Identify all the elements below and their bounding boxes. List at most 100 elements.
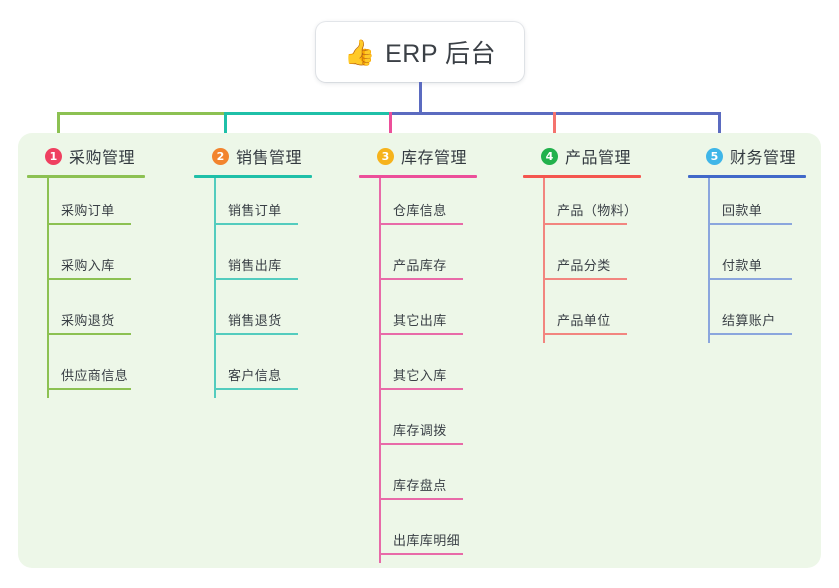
branch-item-label: 产品单位 xyxy=(557,313,611,328)
root-node-title: ERP 后台 xyxy=(385,40,497,68)
branch-item[interactable]: 仓库信息 xyxy=(359,178,509,233)
branch-item[interactable]: 付款单 xyxy=(688,233,838,288)
branch-item[interactable]: 采购订单 xyxy=(27,178,177,233)
branch-item[interactable]: 销售订单 xyxy=(194,178,344,233)
branch-item[interactable]: 回款单 xyxy=(688,178,838,233)
branch-item[interactable]: 出库库明细 xyxy=(359,508,509,563)
branch-item[interactable]: 库存调拨 xyxy=(359,398,509,453)
branch-item-rule xyxy=(543,333,627,335)
branch-item-rule xyxy=(379,388,463,390)
branch-items: 采购订单采购入库采购退货供应商信息 xyxy=(27,178,177,398)
branch-column-销售管理: 2 销售管理销售订单销售出库销售退货客户信息 xyxy=(194,143,344,398)
branch-item-label: 销售退货 xyxy=(228,313,282,328)
branch-item-rule xyxy=(47,278,131,280)
branch-item[interactable]: 结算账户 xyxy=(688,288,838,343)
branch-title: 产品管理 xyxy=(565,150,632,167)
branch-item-rule xyxy=(379,498,463,500)
branch-header-rule xyxy=(194,175,312,178)
branches-panel xyxy=(18,133,821,568)
branch-item-label: 供应商信息 xyxy=(61,368,129,383)
branch-item-label: 采购入库 xyxy=(61,258,115,273)
branch-item-rule xyxy=(708,223,792,225)
branch-number-badge: 1 xyxy=(45,147,62,165)
connector-drop-4 xyxy=(553,112,556,145)
connector-drop-5 xyxy=(718,112,721,145)
branch-spine xyxy=(47,178,49,398)
branch-item-label: 产品（物料） xyxy=(557,203,638,218)
branch-item-label: 付款单 xyxy=(722,258,763,273)
branch-item[interactable]: 产品分类 xyxy=(523,233,673,288)
branch-header-rule xyxy=(523,175,641,178)
branch-title: 销售管理 xyxy=(236,150,303,167)
branch-item[interactable]: 客户信息 xyxy=(194,343,344,398)
connector-drop-3 xyxy=(389,112,392,145)
branch-item[interactable]: 产品库存 xyxy=(359,233,509,288)
branch-column-财务管理: 5 财务管理回款单付款单结算账户 xyxy=(688,143,838,343)
branch-item-label: 销售订单 xyxy=(228,203,282,218)
branch-item[interactable]: 库存盘点 xyxy=(359,453,509,508)
branch-item-label: 仓库信息 xyxy=(393,203,447,218)
branch-item-label: 采购退货 xyxy=(61,313,115,328)
branch-items: 仓库信息产品库存其它出库其它入库库存调拨库存盘点出库库明细 xyxy=(359,178,509,563)
branch-item[interactable]: 销售退货 xyxy=(194,288,344,343)
branch-item-rule xyxy=(47,333,131,335)
branch-items: 销售订单销售出库销售退货客户信息 xyxy=(194,178,344,398)
branch-title: 库存管理 xyxy=(401,150,468,167)
root-node[interactable]: 👍 ERP 后台 xyxy=(316,22,524,82)
branch-header-rule xyxy=(359,175,477,178)
branch-item[interactable]: 其它出库 xyxy=(359,288,509,343)
branch-item[interactable]: 采购入库 xyxy=(27,233,177,288)
branch-item-rule xyxy=(379,278,463,280)
branch-item-rule xyxy=(47,388,131,390)
connector-bar-segment-1 xyxy=(57,112,224,115)
branch-title: 采购管理 xyxy=(69,150,136,167)
branch-item-rule xyxy=(379,333,463,335)
branch-title: 财务管理 xyxy=(730,150,797,167)
branch-item-label: 出库库明细 xyxy=(393,533,461,548)
branch-item[interactable]: 供应商信息 xyxy=(27,343,177,398)
branch-item-rule xyxy=(379,443,463,445)
branch-item-rule xyxy=(708,278,792,280)
branch-items: 回款单付款单结算账户 xyxy=(688,178,838,343)
branch-spine xyxy=(708,178,710,343)
connector-drop-1 xyxy=(57,112,60,145)
branch-item-label: 采购订单 xyxy=(61,203,115,218)
branch-item-rule xyxy=(543,278,627,280)
branch-item-label: 客户信息 xyxy=(228,368,282,383)
branch-item-label: 回款单 xyxy=(722,203,763,218)
branch-items: 产品（物料） 产品分类产品单位 xyxy=(523,178,673,343)
branch-item-rule xyxy=(214,333,298,335)
branch-header-rule xyxy=(688,175,806,178)
branch-header-2[interactable]: 2 销售管理 xyxy=(194,143,344,169)
branch-item[interactable]: 产品单位 xyxy=(523,288,673,343)
branch-item-rule xyxy=(214,223,298,225)
branch-item-rule xyxy=(379,223,463,225)
connector-bar-segment-2 xyxy=(224,112,389,115)
branch-item[interactable]: 其它入库 xyxy=(359,343,509,398)
branch-spine xyxy=(379,178,381,563)
connector-root-stem xyxy=(418,82,422,114)
branch-item-rule xyxy=(708,333,792,335)
branch-item-label: 库存调拨 xyxy=(393,423,447,438)
branch-item-rule xyxy=(543,223,627,225)
branch-item[interactable]: 销售出库 xyxy=(194,233,344,288)
branch-item-label: 产品分类 xyxy=(557,258,611,273)
branch-item[interactable]: 产品（物料） xyxy=(523,178,673,233)
branch-item[interactable]: 采购退货 xyxy=(27,288,177,343)
branch-header-1[interactable]: 1 采购管理 xyxy=(27,143,177,169)
branch-header-rule xyxy=(27,175,145,178)
branch-number-badge: 2 xyxy=(212,147,229,165)
branch-number-badge: 5 xyxy=(706,147,723,165)
branch-item-rule xyxy=(379,553,463,555)
branch-header-5[interactable]: 5 财务管理 xyxy=(688,143,838,169)
thumbs-up-icon: 👍 xyxy=(343,37,376,67)
branch-item-label: 结算账户 xyxy=(722,313,776,328)
branch-spine xyxy=(214,178,216,398)
branch-spine xyxy=(543,178,545,343)
branch-item-rule xyxy=(214,388,298,390)
